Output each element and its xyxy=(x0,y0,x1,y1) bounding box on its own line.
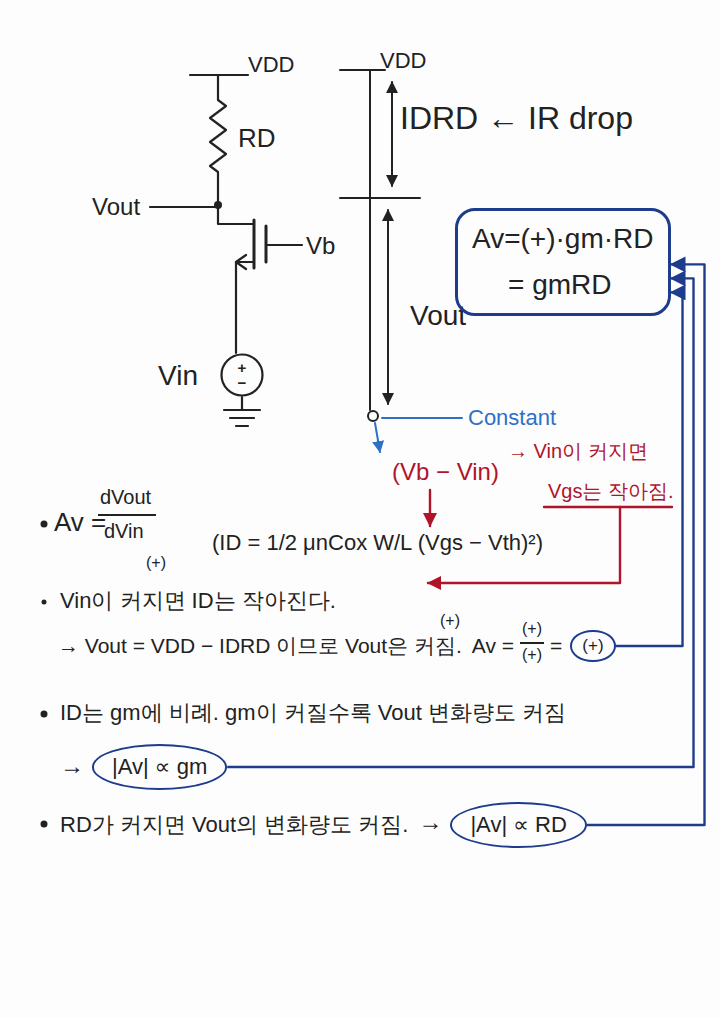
red-note: → Vin이 커지면 xyxy=(508,440,648,463)
supply-label: VDD xyxy=(248,52,294,77)
connector-arrow xyxy=(587,264,705,825)
bias-label: Vb xyxy=(306,232,335,260)
gain-result-box: Av=(+)·gm·RD = gmRD xyxy=(455,208,671,316)
source-circle xyxy=(222,355,263,396)
bullet-dot xyxy=(41,821,48,828)
sign-mark: (+) xyxy=(146,554,166,572)
output-label: Vout xyxy=(92,193,140,221)
arrow-symbol: → xyxy=(418,808,442,836)
connector-arrow xyxy=(227,278,693,767)
voltage-source: +− xyxy=(220,353,264,397)
connector-arrow xyxy=(616,292,683,646)
circuit-wires xyxy=(150,75,302,426)
ir-drop-note: IDRD ← IR drop xyxy=(400,100,633,137)
transistor-channel xyxy=(253,220,256,268)
bullet-dot xyxy=(42,600,47,605)
supply-label: VDD xyxy=(380,48,426,73)
constant-pointer xyxy=(375,418,462,452)
arrow-symbol: → xyxy=(60,752,84,780)
fraction-line xyxy=(520,642,544,644)
node-text: − xyxy=(238,375,247,390)
equals-sign: = xyxy=(550,634,562,658)
sign-mark: (+) xyxy=(440,612,460,630)
junction-dot xyxy=(214,201,222,209)
note-text: ID는 gm에 비례. gm이 커질수록 Vout 변화량도 커짐 xyxy=(60,700,566,725)
proportional-circle: |Av| ∝ RD xyxy=(450,802,586,847)
node-text: (+) xyxy=(582,636,603,656)
bracket-tick xyxy=(340,197,420,199)
note-text: → Vout = VDD − IDRD 이므로 Vout은 커짐. xyxy=(58,634,462,658)
proportional-circle: |Av| ∝ gm xyxy=(92,744,227,789)
node-text: + xyxy=(238,360,247,375)
node-text: |Av| ∝ RD xyxy=(470,812,566,837)
resistor-symbol xyxy=(210,75,226,205)
ir-drop-arrow xyxy=(391,82,393,186)
node-text: = gmRD xyxy=(508,269,654,301)
red-underline xyxy=(544,506,672,508)
bullet-dot xyxy=(41,711,48,718)
gain-definition: Av = xyxy=(472,634,514,658)
fraction-denominator: (+) xyxy=(522,646,542,664)
bracket-tick xyxy=(340,69,385,71)
constant-note: Constant xyxy=(468,405,556,430)
current-equation: (ID = 1/2 μnCox W/L (Vgs − Vth)²) xyxy=(212,530,543,555)
gate-source-expression: (Vb − Vin) xyxy=(392,458,499,486)
fraction-denominator: dVin xyxy=(104,520,144,543)
red-arrow xyxy=(429,490,431,526)
fraction-numerator: (+) xyxy=(522,620,542,638)
ground-node-circle xyxy=(368,411,378,421)
resistor-label: RD xyxy=(238,124,276,154)
sign-circle: (+) xyxy=(570,630,615,662)
input-label: Vin xyxy=(158,360,198,392)
output-wire xyxy=(150,206,218,208)
fraction-line xyxy=(98,514,156,516)
leader-arrow xyxy=(375,423,380,452)
fraction-numerator: dVout xyxy=(100,486,151,509)
drain-wire xyxy=(218,205,254,224)
ground-wire xyxy=(241,397,243,410)
gate-wire xyxy=(266,244,302,246)
node-text: Av=(+)·gm·RD xyxy=(472,223,654,255)
bracket-line xyxy=(369,70,371,410)
node-text: |Av| ∝ gm xyxy=(112,754,207,779)
bullet-dot xyxy=(41,521,48,528)
leader-line xyxy=(382,417,462,419)
source-arrow xyxy=(236,255,246,269)
note-text: RD가 커지면 Vout의 변화량도 커짐. xyxy=(60,812,408,837)
source-wire xyxy=(236,262,254,353)
gain-definition: Av = xyxy=(54,508,106,538)
bullet-dots xyxy=(41,521,48,828)
ground-symbol xyxy=(224,410,260,426)
red-note: Vgs는 작아짐. xyxy=(548,480,674,503)
vout-arrow xyxy=(387,210,389,404)
note-text: Vin이 커지면 ID는 작아진다. xyxy=(60,588,336,613)
